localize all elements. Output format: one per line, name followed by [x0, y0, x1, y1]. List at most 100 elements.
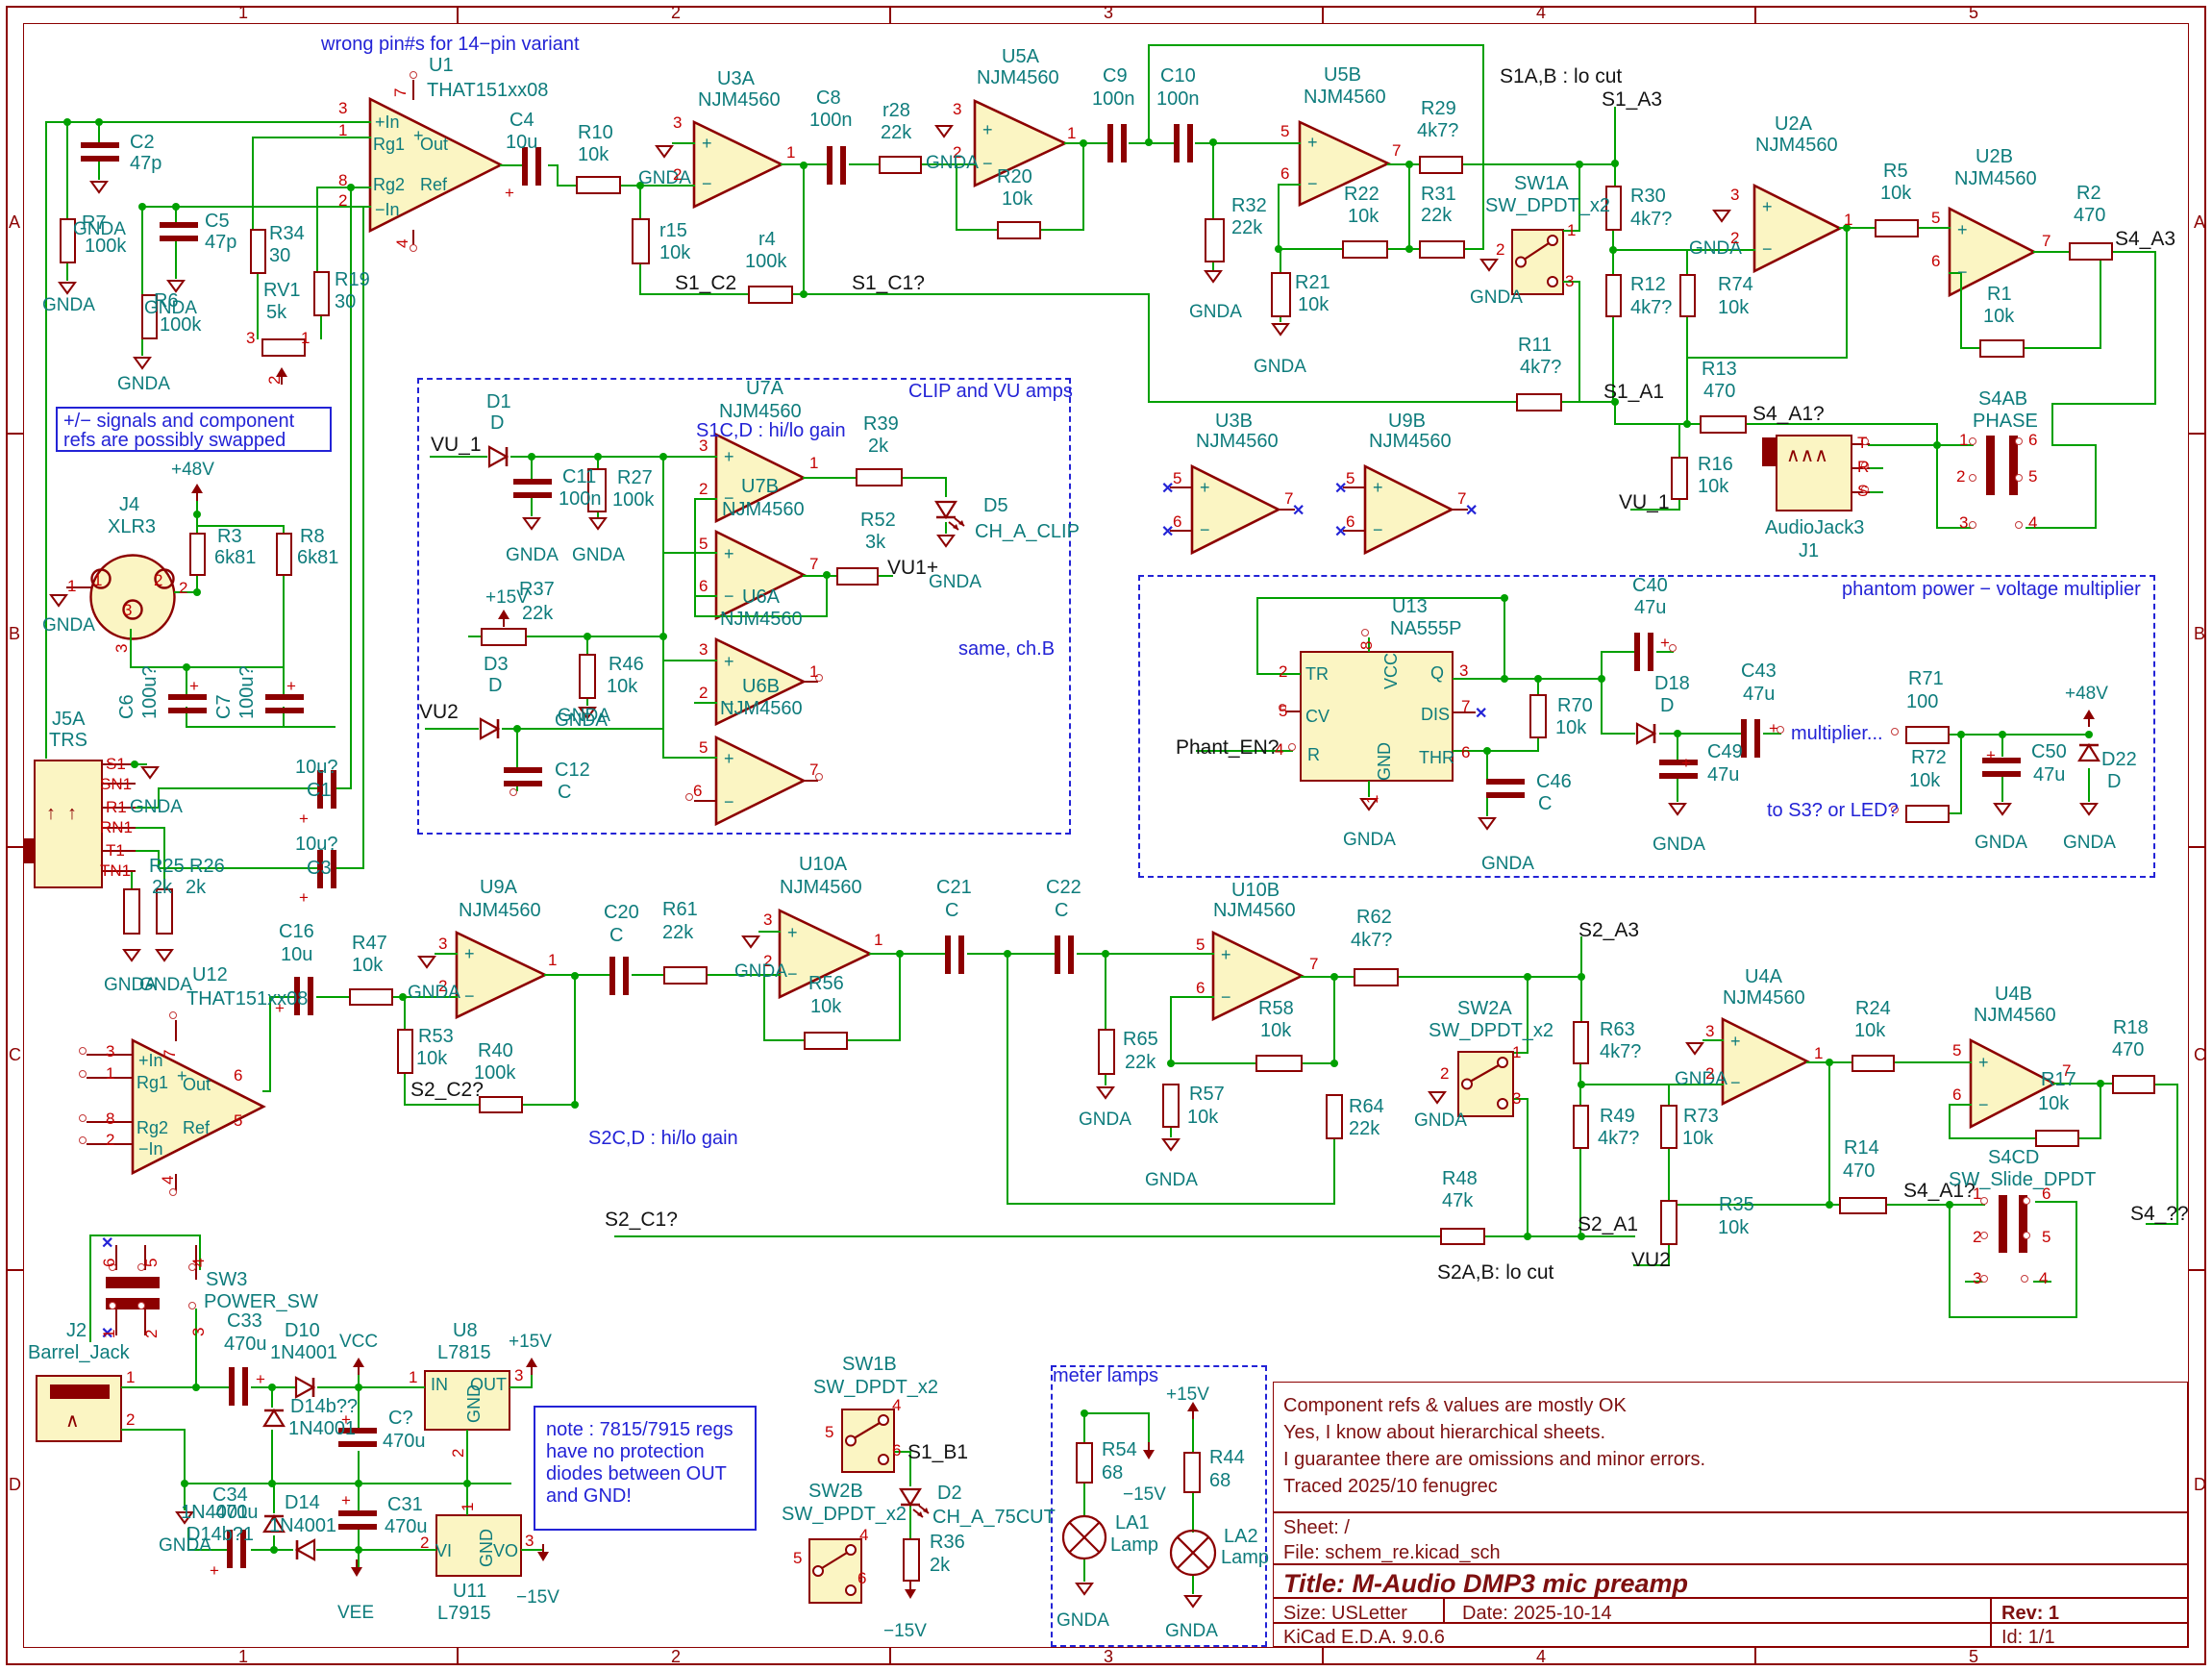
resistor [1660, 1200, 1678, 1245]
resistor [250, 229, 266, 274]
wire [362, 206, 365, 870]
resistor [1162, 1084, 1180, 1128]
component-label: 100n [559, 488, 602, 510]
component-label: Lamp [1110, 1534, 1159, 1556]
resistor [2069, 242, 2113, 261]
pin-number: 2 [1973, 1228, 1982, 1246]
component-label: R36 [930, 1532, 965, 1553]
component-label: C43 [1741, 661, 1777, 682]
frame-col-label: 2 [671, 3, 682, 22]
note-text: phantom power − voltage multiplier [1842, 579, 2141, 600]
wire [1212, 142, 1215, 220]
pin-circle [137, 1263, 145, 1271]
resistor [903, 1538, 920, 1582]
pin-number: 3 [514, 1366, 524, 1384]
resistor [1354, 968, 1399, 986]
component-label: C3 [307, 858, 332, 879]
power-label: GNDA [2063, 833, 2116, 853]
component-label: NJM4560 [1369, 431, 1452, 452]
component-label: U11 [453, 1581, 487, 1602]
capacitor [81, 142, 119, 148]
wire [2033, 251, 2071, 254]
wire [967, 953, 1056, 956]
switch-bar [1762, 437, 1777, 466]
component-label: R20 [997, 166, 1032, 187]
note-text: diodes between OUT [546, 1463, 727, 1484]
power-label: GNDA [159, 1535, 211, 1556]
power-arrow [905, 1582, 916, 1599]
wire [134, 807, 161, 810]
pin-name: − [1978, 1095, 1989, 1114]
opamp-symbol [692, 119, 784, 210]
wire [803, 575, 838, 578]
wire [45, 121, 372, 124]
power-label: GNDA [139, 975, 192, 995]
wire [1746, 423, 1939, 426]
junction [1167, 1060, 1175, 1067]
junction [1145, 138, 1153, 146]
wire [516, 728, 665, 731]
pin-number: 2 [338, 191, 348, 210]
component-label: NJM4560 [977, 67, 1059, 88]
power-label: −15V [1123, 1484, 1166, 1505]
wire [956, 163, 958, 232]
pin-name: −In [375, 200, 400, 219]
gnda-symbol [417, 956, 436, 969]
frame-col-label: 3 [1104, 3, 1114, 22]
pin-number: 2 [699, 684, 708, 702]
component-label: 470 [2074, 205, 2106, 226]
wire [1170, 1127, 1173, 1138]
power-arrow [1143, 1442, 1155, 1459]
power-label: GNDA [558, 706, 610, 726]
component-label: 100n [1156, 88, 1200, 110]
component-label: D [2107, 771, 2122, 792]
resistor [1839, 1197, 1887, 1214]
frame-col-label: 4 [1536, 1647, 1547, 1666]
pin-number: 6 [234, 1066, 243, 1085]
wire [1614, 107, 1617, 187]
wire [899, 953, 947, 956]
wire [849, 163, 881, 166]
component-label: R54 [1102, 1439, 1137, 1460]
junction [463, 1480, 471, 1487]
pin-name: + [1762, 197, 1773, 216]
pin-name: + [724, 652, 734, 671]
capacitor [81, 156, 119, 162]
no-connect-icon: ✕ [1161, 481, 1175, 497]
component-label: 22k [662, 922, 694, 943]
resistor [141, 294, 158, 339]
pin-stub [87, 1121, 134, 1123]
wire [158, 787, 161, 810]
pin-number: 2 [1730, 229, 1740, 247]
pin-number: 1 [1959, 431, 1969, 449]
power-label: GNDA [130, 797, 183, 817]
wire [262, 1090, 272, 1093]
component-label: D14 [285, 1492, 320, 1513]
pin-number: RN1 [100, 818, 134, 836]
wire [196, 575, 199, 594]
component-label: SW_DPDT_x2 [1485, 195, 1611, 216]
pin-name: VCC [1381, 652, 1401, 689]
wire [334, 787, 353, 790]
gnda-symbol [122, 949, 141, 962]
resistor [856, 468, 903, 486]
component-label: R10 [578, 122, 613, 143]
component-label: U5B [1324, 64, 1361, 86]
frame-row-label: D [2194, 1475, 2206, 1494]
junction [63, 118, 71, 126]
diode [2077, 742, 2100, 762]
pin-name: − [1373, 520, 1383, 539]
component-label: 22k [1349, 1118, 1380, 1139]
wire [269, 996, 272, 1093]
diode [294, 1538, 316, 1561]
pin-name: THR [1419, 748, 1454, 767]
component-label: U3A [717, 68, 755, 89]
net-label: VU_1 [1619, 491, 1670, 513]
component-label: C [1055, 900, 1069, 921]
capacitor [294, 977, 300, 1015]
component-label: J2 [66, 1320, 87, 1341]
resistor [1076, 1442, 1093, 1484]
component-label: LA2 [1224, 1526, 1258, 1547]
wire [1678, 499, 1681, 511]
pin-name: Out [420, 135, 449, 154]
